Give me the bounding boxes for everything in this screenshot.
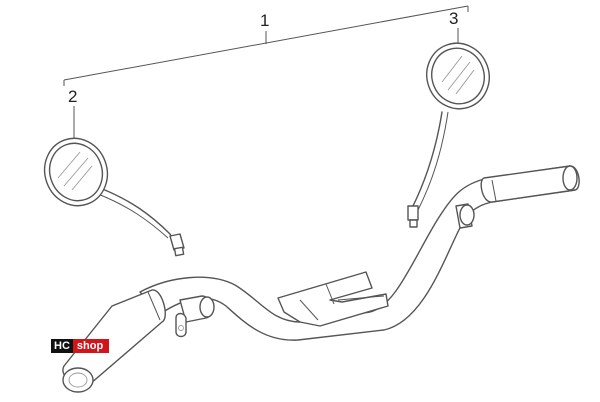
- assembly-bracket: [63, 5, 469, 86]
- logo-text-hc: HC: [51, 339, 73, 353]
- mirror-left: [43, 137, 185, 257]
- hc-shop-logo: HC shop: [51, 339, 110, 353]
- mirror-right: [407, 42, 490, 228]
- handlebar: [62, 165, 580, 393]
- logo-text-shop: shop: [72, 339, 110, 353]
- callout-number-1: 1: [260, 11, 269, 30]
- callout-number-3: 3: [449, 9, 458, 28]
- callout-number-2: 2: [68, 87, 77, 106]
